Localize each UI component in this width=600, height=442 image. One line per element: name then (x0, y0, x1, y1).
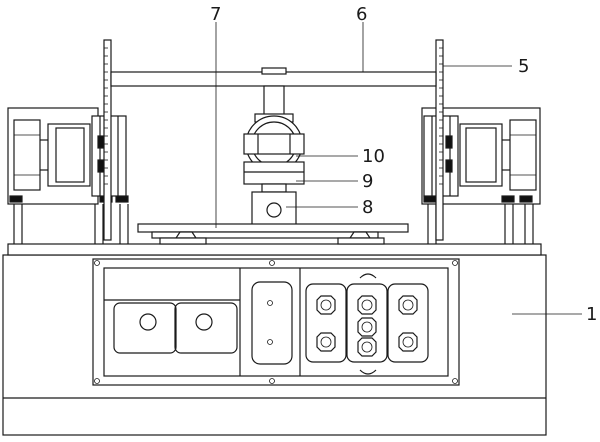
left-button-housing (113, 302, 177, 354)
middle-slot (251, 281, 293, 365)
control-panel (92, 258, 460, 386)
rotate-arrow-icon (359, 273, 377, 279)
octagon-button (316, 295, 418, 357)
label-1: 1 (586, 304, 597, 325)
label-7: 7 (210, 4, 221, 25)
leader-lines (215, 22, 582, 315)
clamp-block (251, 191, 297, 227)
spindle-head (243, 85, 305, 227)
panel-screw (94, 260, 458, 384)
work-table (137, 223, 409, 245)
label-10: 10 (362, 146, 385, 167)
left-motor-assembly (7, 107, 129, 244)
left-knob (195, 313, 213, 331)
top-crossbar (110, 67, 437, 87)
label-6: 6 (356, 4, 367, 25)
label-9: 9 (362, 171, 373, 192)
label-5: 5 (518, 56, 529, 77)
label-8: 8 (362, 197, 373, 218)
left-knob (139, 313, 157, 331)
right-scale-post (435, 39, 444, 241)
left-scale-post (103, 39, 112, 241)
left-button-housing (174, 302, 238, 354)
rotate-arrow-icon (359, 369, 377, 375)
